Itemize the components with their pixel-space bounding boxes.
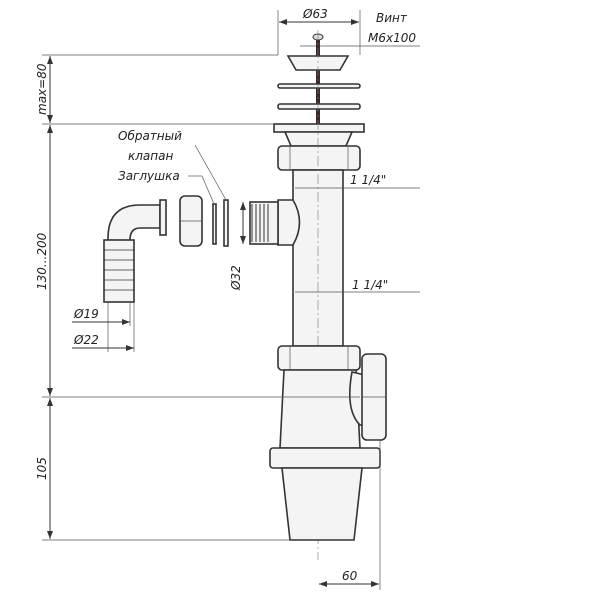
screw-size-label: M6x100	[368, 31, 416, 45]
strainer-assembly	[273, 33, 365, 171]
vertical-dimensions: max=80 130...200 105	[35, 54, 360, 541]
hose-elbow	[103, 199, 167, 303]
union-nut	[179, 195, 203, 247]
branch-diameter-label: Ø32	[229, 265, 243, 291]
offset-label: 60	[342, 569, 358, 583]
screw-callout: Винт M6x100	[300, 11, 420, 47]
check-valve-callout: Обратный клапан Заглушка	[118, 129, 227, 205]
thread-upper-label: 1 1/4"	[350, 173, 386, 187]
thread-lower-callout: 1 1/4"	[295, 278, 420, 293]
height-range-label: 130...200	[35, 232, 49, 290]
offset-dimension: 60	[319, 440, 381, 590]
thread-upper-callout: 1 1/4"	[295, 173, 420, 189]
side-branch: Ø32	[229, 199, 301, 291]
thread-lower-label: 1 1/4"	[352, 278, 388, 292]
washers	[212, 199, 229, 247]
bottom-height-label: 105	[35, 457, 49, 480]
check-valve-label-line1: Обратный	[118, 129, 182, 143]
hose-outer-label: Ø22	[73, 333, 99, 347]
screw-label: Винт	[376, 11, 408, 25]
max-height-label: max=80	[35, 63, 49, 115]
diameter-63-dimension: Ø63	[277, 7, 361, 55]
hose-inner-label: Ø19	[73, 307, 99, 321]
plug-label: Заглушка	[118, 169, 180, 183]
bottle-trap	[269, 345, 387, 541]
hose-diameter-dimensions: Ø19 Ø22	[72, 302, 135, 352]
diameter-63-label: Ø63	[302, 7, 328, 21]
check-valve-label-line2: клапан	[128, 149, 173, 163]
